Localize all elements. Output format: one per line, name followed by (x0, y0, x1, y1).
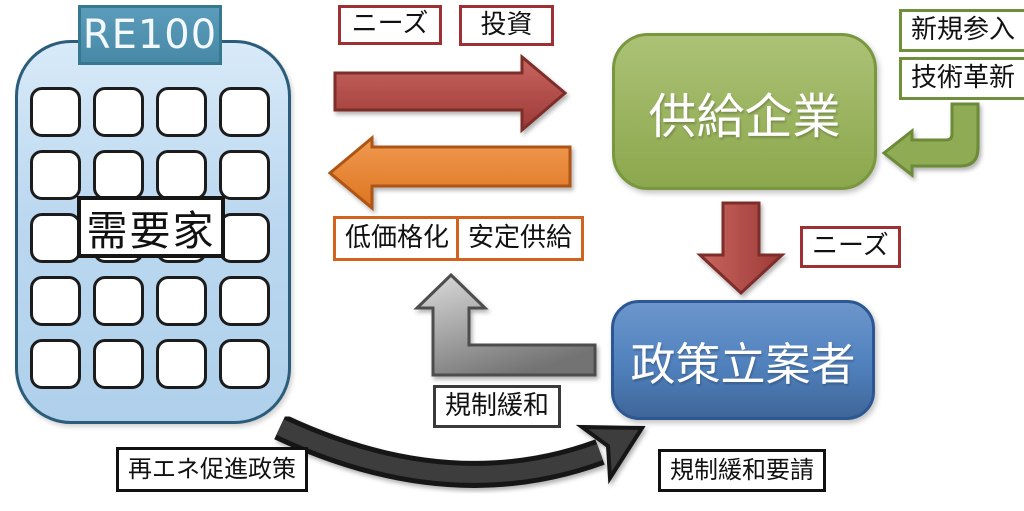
building-window (30, 87, 81, 137)
policy-maker-box: 政策立案者 (611, 300, 875, 420)
building-window (156, 276, 207, 326)
label-needs-right: ニーズ (800, 226, 901, 268)
label-needs-top: ニーズ (338, 5, 442, 45)
building-window (156, 87, 207, 137)
building-window (219, 150, 270, 200)
label-deregulation-request: 規制緩和要請 (658, 449, 826, 492)
arrow-demand-to-policymaker (274, 414, 646, 488)
building-window (30, 276, 81, 326)
demand-building (15, 40, 291, 424)
building-window (219, 339, 270, 389)
building-window (219, 276, 270, 326)
building-window (93, 339, 144, 389)
demand-label: 需要家 (77, 196, 225, 258)
building-window (93, 87, 144, 137)
building-window (30, 150, 81, 200)
arrow-deregulation (413, 272, 597, 377)
re100-badge: RE100 (78, 5, 222, 65)
arrow-needs-investment (333, 53, 568, 134)
label-lower-price: 低価格化 (333, 216, 462, 261)
building-window (30, 339, 81, 389)
label-investment: 投資 (459, 5, 554, 46)
label-renewable-promotion-policy: 再エネ促進政策 (116, 447, 308, 492)
label-new-entry: 新規参入 (899, 9, 1024, 52)
supplier-box: 供給企業 (612, 33, 877, 190)
building-window (219, 87, 270, 137)
building-window (30, 213, 81, 263)
label-deregulation: 規制緩和 (433, 385, 562, 428)
building-window (93, 276, 144, 326)
building-window (93, 150, 144, 200)
building-window (156, 150, 207, 200)
arrow-supplier-to-policymaker (696, 201, 786, 296)
building-window (219, 213, 270, 263)
arrow-newentry-to-supplier (881, 102, 980, 179)
arrow-lowprice-stablesupply (327, 134, 572, 212)
label-stable-supply: 安定供給 (456, 216, 585, 261)
label-tech-innovation: 技術革新 (899, 57, 1024, 100)
building-window (156, 339, 207, 389)
